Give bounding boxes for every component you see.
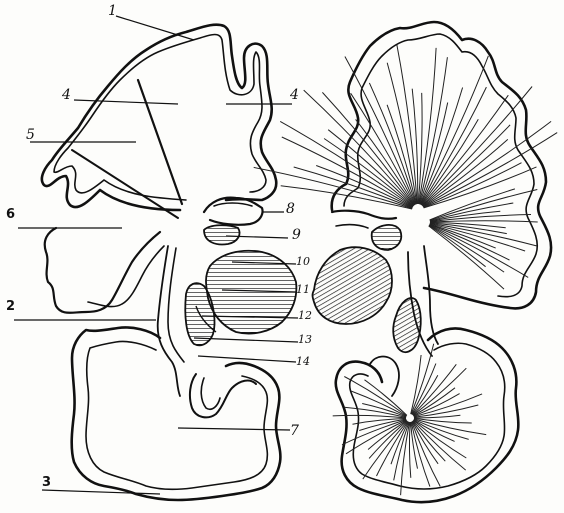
lobe-boundary-line-b xyxy=(72,150,178,218)
fiber-line xyxy=(359,419,406,431)
fiber-line xyxy=(387,105,416,204)
fiber-line xyxy=(419,57,447,204)
label-12: 12 xyxy=(298,310,312,321)
fiber-line xyxy=(397,45,417,204)
right-caudate-nucleus xyxy=(372,225,402,250)
fiber-line xyxy=(387,63,417,204)
left-ventricle-outline xyxy=(204,198,263,225)
left-cortex-outline-upper xyxy=(42,25,276,210)
fiber-line xyxy=(377,422,409,477)
fiber-line xyxy=(421,119,478,205)
label-10: 10 xyxy=(296,256,310,267)
label-14: 14 xyxy=(296,356,310,367)
fiber-line xyxy=(412,89,418,204)
label-9: 9 xyxy=(292,228,301,242)
fiber-line xyxy=(423,133,557,208)
label-11: 11 xyxy=(296,284,310,295)
fiber-line xyxy=(429,225,504,272)
fiber-line xyxy=(414,418,472,423)
label-2: 2 xyxy=(6,300,15,313)
fiber-line xyxy=(413,368,466,415)
fiber-line xyxy=(353,418,407,424)
fiber-line xyxy=(423,139,508,206)
fiber-line xyxy=(342,420,406,445)
fiber-line xyxy=(351,391,406,416)
fiber-line xyxy=(333,415,406,417)
fiber-line xyxy=(421,56,489,205)
label-1: 1 xyxy=(108,4,117,18)
label-13: 13 xyxy=(298,334,312,345)
label-5: 5 xyxy=(26,128,35,142)
fiber-line xyxy=(430,190,538,221)
right-ventricle-outline xyxy=(332,211,396,219)
fiber-line xyxy=(409,422,410,478)
label-8: 8 xyxy=(286,202,295,216)
fiber-line xyxy=(430,203,513,221)
right-claustrum xyxy=(393,298,421,352)
fiber-line xyxy=(430,221,538,222)
right-fiber-radiations-lower xyxy=(333,344,487,495)
left-nuclei xyxy=(185,225,296,345)
fiber-line xyxy=(324,139,413,207)
fiber-line xyxy=(322,92,414,205)
label-6: 6 xyxy=(6,208,15,221)
left-cortex-outline-lower xyxy=(72,327,281,500)
left-sylvian-gyri xyxy=(45,228,160,313)
label-4-left: 4 xyxy=(62,88,71,102)
left-caudate-nucleus xyxy=(204,225,240,244)
right-nuclei xyxy=(313,225,421,352)
right-lentiform-nucleus xyxy=(313,247,393,324)
label-4-right: 4 xyxy=(290,88,299,102)
fiber-line xyxy=(421,87,487,205)
right-fiber-radiations xyxy=(254,45,558,289)
label-3: 3 xyxy=(42,476,51,489)
label-7: 7 xyxy=(290,424,299,438)
lobe-boundary-line-a xyxy=(138,80,182,204)
